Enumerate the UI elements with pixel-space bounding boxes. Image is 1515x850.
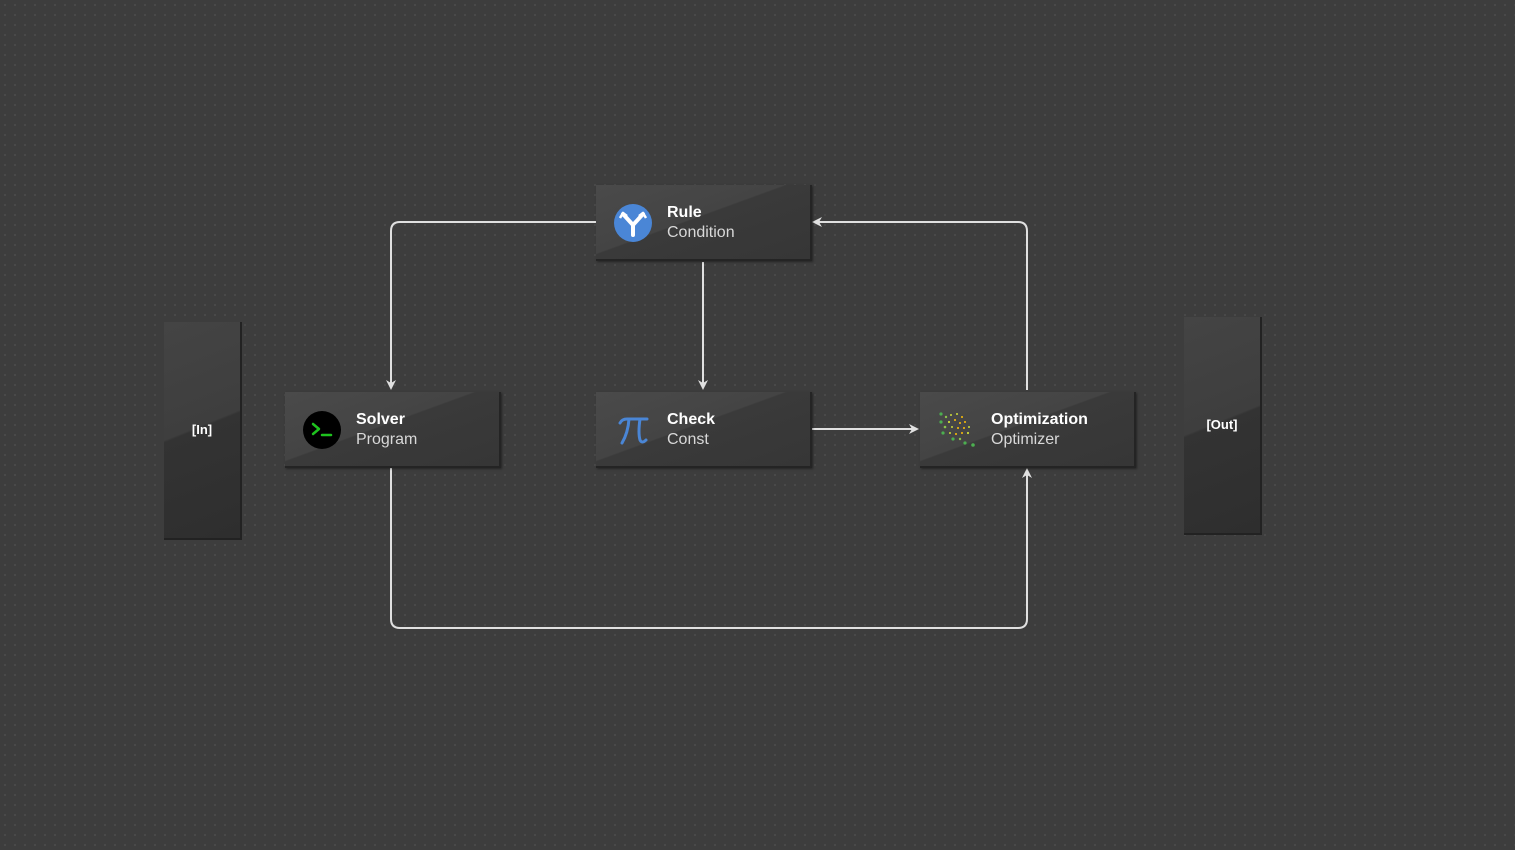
node-check-subtitle: Const xyxy=(667,431,709,448)
terminal-icon xyxy=(303,411,341,449)
node-rule-subtitle: Condition xyxy=(667,224,735,241)
input-port-label: [In] xyxy=(191,422,213,437)
edge-rule-to-solver[interactable] xyxy=(386,221,596,390)
node-check-title: Check xyxy=(667,411,716,428)
node-optimization-title: Optimization xyxy=(991,411,1088,428)
node-rule-title: Rule xyxy=(667,204,702,221)
node-rule[interactable]: Rule Condition xyxy=(596,185,812,261)
pi-icon xyxy=(614,411,652,449)
node-optimization-subtitle: Optimizer xyxy=(991,431,1060,448)
node-solver-title: Solver xyxy=(356,411,405,428)
node-solver[interactable]: Solver Program xyxy=(285,392,501,468)
node-solver-subtitle: Program xyxy=(356,431,418,448)
branch-icon xyxy=(614,204,652,242)
node-optimization[interactable]: Optimization Optimizer xyxy=(920,392,1136,468)
edge-optimization-to-rule[interactable] xyxy=(812,217,1028,390)
output-port-label: [Out] xyxy=(1206,417,1238,432)
input-port[interactable]: [In] xyxy=(164,322,242,540)
node-check[interactable]: Check Const xyxy=(596,392,812,468)
particle-swarm-icon xyxy=(938,411,976,449)
output-port[interactable]: [Out] xyxy=(1184,317,1262,535)
edge-solver-to-optimization[interactable] xyxy=(390,468,1032,629)
